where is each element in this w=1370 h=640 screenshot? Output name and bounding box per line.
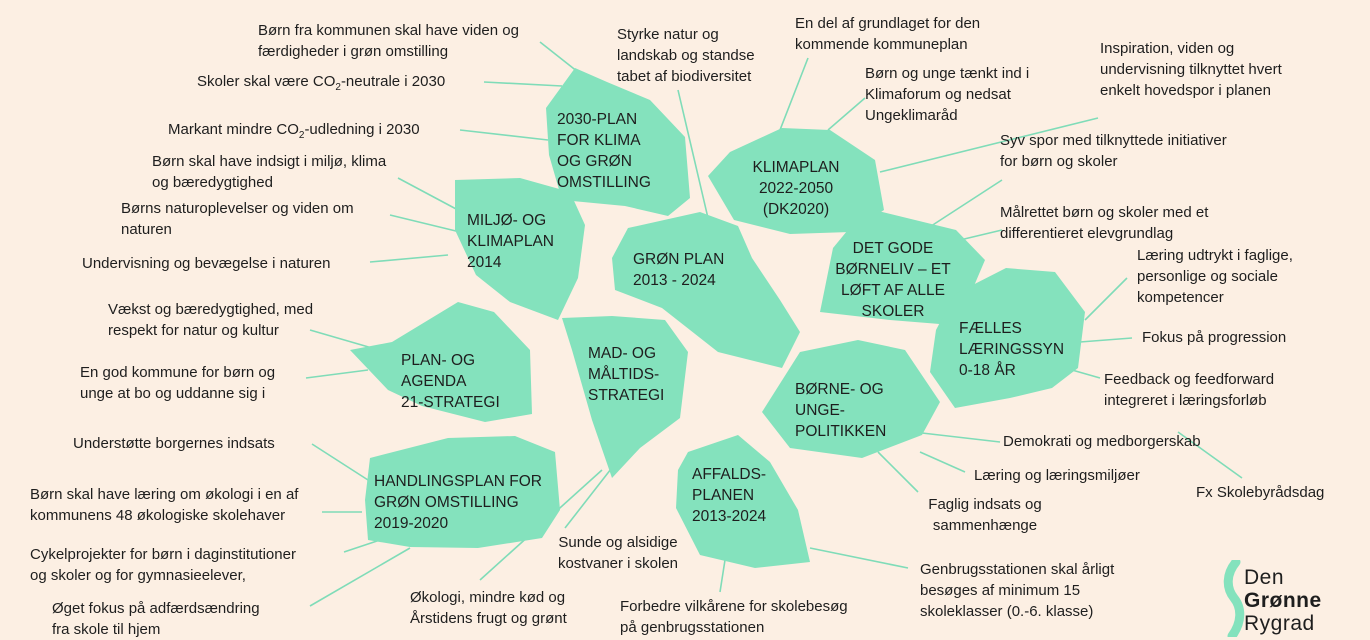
blob-laeringssyn xyxy=(930,268,1085,408)
blob-mad-maltid xyxy=(562,316,688,478)
blob-handlingsplan xyxy=(365,436,560,548)
label-naturoplevelser: Børns naturoplevelser og viden om nature… xyxy=(121,200,354,238)
blob-borneliv xyxy=(820,208,985,325)
label-feedback: Feedback og feedforward integreret i lær… xyxy=(1104,371,1275,409)
label-maalrettet: Målrettet børn og skoler med et differen… xyxy=(1000,204,1209,242)
label-vaekst: Vækst og bæredygtighed, med respekt for … xyxy=(108,301,314,339)
label-undervisning-natur: Undervisning og bevægelse i naturen xyxy=(82,255,331,272)
logo-line-3: Rygrad xyxy=(1244,612,1315,635)
blob-klimaplan xyxy=(708,128,884,234)
blob-title-borneliv: DET GODE BØRNELIV – ET LØFT AF ALLE SKOL… xyxy=(835,240,951,320)
blob-title-affald: AFFALDS- PLANEN 2013-2024 xyxy=(692,466,767,525)
blob-title-borne-unge: BØRNE- OG UNGE- POLITIKKEN xyxy=(795,381,887,440)
blob-shapes xyxy=(350,68,1085,568)
label-indsigt-miljo: Børn skal have indsigt i miljø, klima og… xyxy=(152,153,387,191)
label-god-kommune: En god kommune for børn og unge at bo og… xyxy=(80,364,276,402)
blob-plan-agenda xyxy=(350,302,532,422)
label-laering-udtrykt: Læring udtrykt i faglige, personlige og … xyxy=(1137,247,1293,306)
logo-line-1: Den xyxy=(1244,566,1285,589)
label-borgernes-indsats: Understøtte borgernes indsats xyxy=(73,435,275,452)
label-faglig-indsats: Faglig indsats og sammenhænge xyxy=(928,496,1042,534)
blob-borne-unge xyxy=(762,340,940,458)
blob-title-mad-maltid: MAD- OG MÅLTIDS- STRATEGI xyxy=(588,345,665,404)
blob-gron-plan xyxy=(612,212,800,368)
label-kommuneplan: En del af grundlaget for den kommende ko… xyxy=(795,15,981,53)
label-klimaforum: Børn og unge tænkt ind i Klimaforum og n… xyxy=(865,65,1030,124)
label-vilkaar-skolebesog: Forbedre vilkårene for skolebesøg på gen… xyxy=(620,598,848,636)
blob-2030-plan xyxy=(546,68,690,216)
blob-title-laeringssyn: FÆLLES LÆRINGSSYN 0-18 ÅR xyxy=(959,320,1065,379)
label-demokrati: Demokrati og medborgerskab xyxy=(1003,433,1201,450)
label-skolebyraadsdag: Fx Skolebyrådsdag xyxy=(1196,484,1325,501)
label-viden-faerdigheder: Børn fra kommunen skal have viden og fær… xyxy=(258,22,519,60)
label-progression: Fokus på progression xyxy=(1142,329,1287,346)
label-okologi-skolehaver: Børn skal have læring om økologi i en af… xyxy=(30,486,299,524)
label-okologi-kod: Økologi, mindre kød og Årstidens frugt o… xyxy=(410,589,567,627)
blob-title-klimaplan: KLIMAPLAN 2022-2050 (DK2020) xyxy=(752,159,840,218)
blob-title-handlingsplan: HANDLINGSPLAN FOR GRØN OMSTILLING 2019-2… xyxy=(374,473,542,532)
label-syv-spor: Syv spor med tilknyttede initiativer for… xyxy=(1000,132,1227,170)
label-cykelprojekter: Cykelprojekter for børn i daginstitution… xyxy=(30,546,296,584)
label-co2-udledning: Markant mindre CO2-udledning i 2030 xyxy=(168,121,420,141)
blob-title-2030-plan: 2030-PLAN FOR KLIMA OG GRØN OMSTILLING xyxy=(557,111,651,191)
blob-title-plan-agenda: PLAN- OG AGENDA 21-STRATEGI xyxy=(401,352,500,411)
label-sunde-kostvaner: Sunde og alsidige kostvaner i skolen xyxy=(557,534,679,572)
label-styrke-natur: Styrke natur og landskab og standse tabe… xyxy=(617,26,755,85)
blob-miljo-klimaplan xyxy=(455,178,585,320)
label-co2-neutrale: Skoler skal være CO2-neutrale i 2030 xyxy=(197,73,446,93)
logo-text: Den Grønne Rygrad xyxy=(1244,566,1322,635)
label-inspiration: Inspiration, viden og undervisning tilkn… xyxy=(1100,40,1282,99)
logo-mark-icon xyxy=(1223,560,1245,637)
logo-line-2: Grønne xyxy=(1244,589,1322,612)
label-genbrugsstation: Genbrugsstationen skal årligt besøges af… xyxy=(920,561,1115,620)
label-adfaerdsaendring: Øget fokus på adfærdsændring fra skole t… xyxy=(52,600,260,638)
label-laeringsmiljoer: Læring og læringsmiljøer xyxy=(974,467,1140,484)
connector-lines xyxy=(305,41,1243,607)
blob-title-gron-plan: GRØN PLAN 2013 - 2024 xyxy=(633,251,725,289)
blob-affald xyxy=(676,435,810,568)
blob-title-miljo-klimaplan: MILJØ- OG KLIMAPLAN 2014 xyxy=(467,212,555,271)
